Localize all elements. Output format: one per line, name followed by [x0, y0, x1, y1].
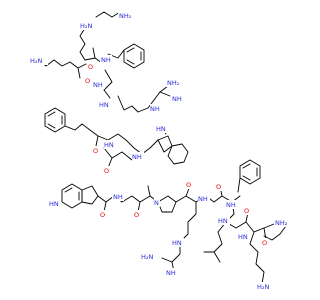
- atom-label-h2n: H₂N: [141, 253, 153, 261]
- atom-label-n: N: [154, 199, 159, 207]
- atom-label-h2n: H₂N: [257, 283, 269, 291]
- atom-label-o: O: [88, 63, 93, 71]
- atom-label-nh: NH: [198, 195, 208, 203]
- atom-label-hn: HN: [49, 200, 59, 208]
- atom-label-hn: HN: [218, 217, 228, 225]
- atom-label-nh2: NH₂: [167, 79, 180, 87]
- atom-label-o: O: [100, 211, 105, 219]
- atom-label-o: O: [104, 167, 109, 175]
- atom-label-nh: NH: [101, 56, 111, 64]
- atom-label-o: O: [134, 211, 139, 219]
- atom-label-h2n: H₂N: [30, 57, 42, 65]
- atom-label-nh2: NH₂: [119, 12, 132, 20]
- atom-label-nh2: NH₂: [275, 219, 288, 227]
- peptide-structure-diagram: NH₂ H₂N H₂N O NH NH O NH₂ NH NH HN O HN …: [29, 11, 293, 291]
- atom-label-nh: NH: [172, 95, 182, 103]
- atom-label-o: O: [262, 239, 267, 247]
- atom-label-hn: HN: [172, 239, 182, 247]
- atom-label-nh: NH: [226, 201, 236, 209]
- atom-labels: NH₂ H₂N H₂N O NH NH O NH₂ NH NH HN O HN …: [29, 11, 293, 291]
- atom-label-o: O: [186, 181, 191, 189]
- atom-label-hn: HN: [104, 141, 114, 149]
- atom-label-hn: HN: [238, 233, 248, 241]
- atom-label-o: O: [244, 207, 249, 215]
- atom-label-o: O: [93, 147, 98, 155]
- atom-label-o: O: [85, 77, 90, 85]
- atom-label-nh: NH: [150, 105, 160, 113]
- atom-label-nh: NH: [166, 269, 176, 277]
- atom-label-hn: HN: [99, 101, 109, 109]
- atom-label-h2n: H₂N: [80, 22, 92, 30]
- atom-label-hn: HN: [156, 125, 166, 133]
- atom-label-nh: NH: [113, 193, 123, 201]
- atom-label-nh: NH: [132, 153, 142, 161]
- atom-label-o: O: [216, 183, 221, 191]
- atom-label-nh: NH: [93, 81, 103, 89]
- bond-skeleton: [37, 11, 287, 285]
